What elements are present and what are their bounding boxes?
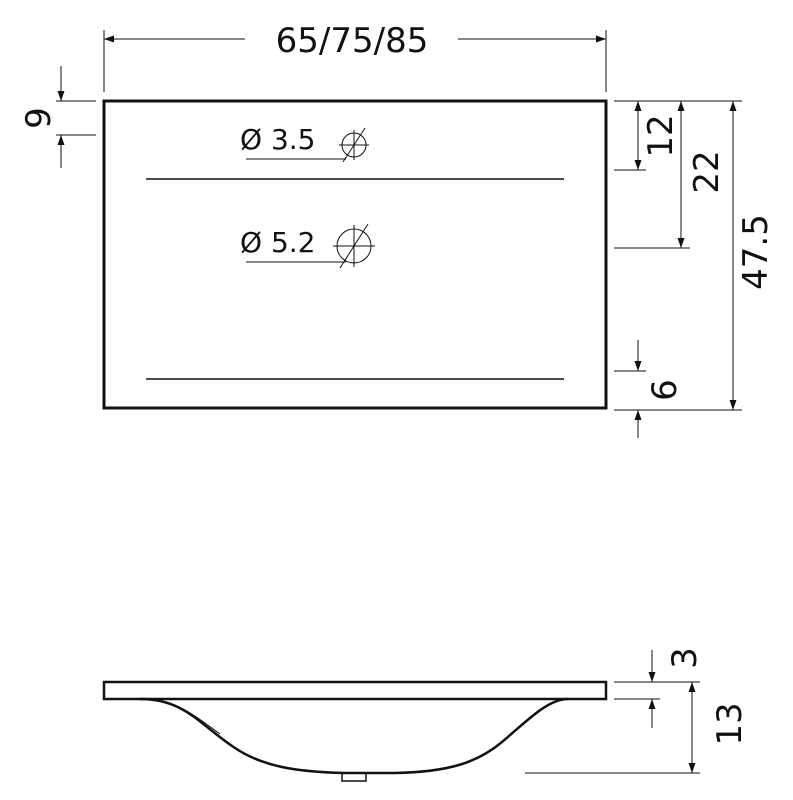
dim-12-label: 12: [641, 114, 681, 157]
top-plate-outline: [102, 99, 608, 410]
side-view: 3 13: [102, 647, 750, 782]
left-offset-dimension: [56, 66, 96, 168]
small-hole-diameter-label: Ø 3.5: [240, 123, 315, 156]
small-hole: [246, 127, 369, 163]
dim-6-label: 6: [645, 379, 685, 401]
large-hole-diameter-label: Ø 5.2: [240, 226, 315, 259]
overall-width-dimension: [103, 30, 607, 92]
dim-47-5-label: 47.5: [736, 214, 776, 290]
overall-width-label: 65/75/85: [276, 21, 429, 61]
basin-profile: [139, 697, 569, 775]
dim-3-label: 3: [665, 647, 705, 669]
drain-stub: [341, 772, 367, 782]
side-slab-outline: [102, 680, 608, 701]
large-hole: [246, 223, 375, 269]
left-offset-label: 9: [19, 107, 59, 129]
top-view: Ø 3.5 Ø 5.2 65/75/85 9: [19, 21, 776, 438]
dim-22-label: 22: [687, 150, 727, 193]
side-extension-lines: [525, 681, 700, 774]
basin-inner-highlight: [149, 699, 221, 735]
dim-13-label: 13: [710, 702, 750, 745]
